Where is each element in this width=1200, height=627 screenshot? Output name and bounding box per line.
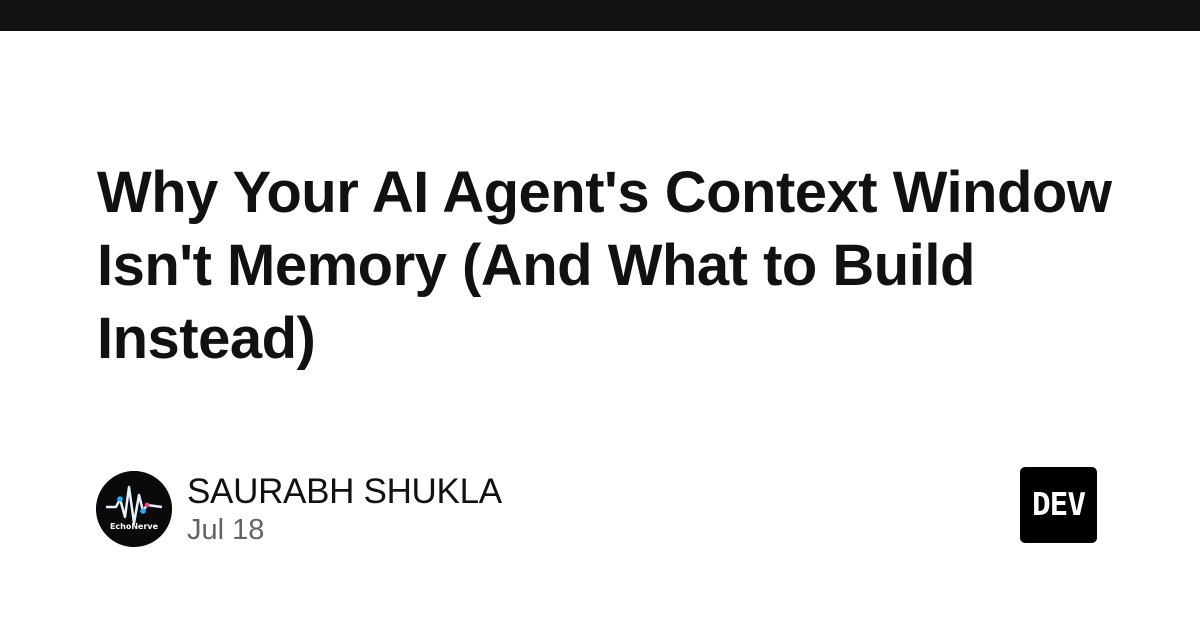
author-info: SAURABH SHUKLA Jul 18: [187, 471, 502, 547]
echonerve-logo-icon: EchoNerve: [96, 471, 172, 547]
article-title: Why Your AI Agent's Context Window Isn't…: [97, 160, 1112, 371]
author-name[interactable]: SAURABH SHUKLA: [187, 472, 502, 511]
author-avatar[interactable]: EchoNerve: [96, 471, 172, 547]
post-date: Jul 18: [187, 514, 265, 546]
dev-logo[interactable]: DEV: [1020, 467, 1097, 543]
top-bar: [0, 0, 1200, 31]
dev-logo-text: DEV: [1032, 487, 1086, 523]
author-byline: EchoNerve SAURABH SHUKLA Jul 18: [96, 471, 502, 547]
avatar-brand-text: EchoNerve: [110, 522, 159, 531]
